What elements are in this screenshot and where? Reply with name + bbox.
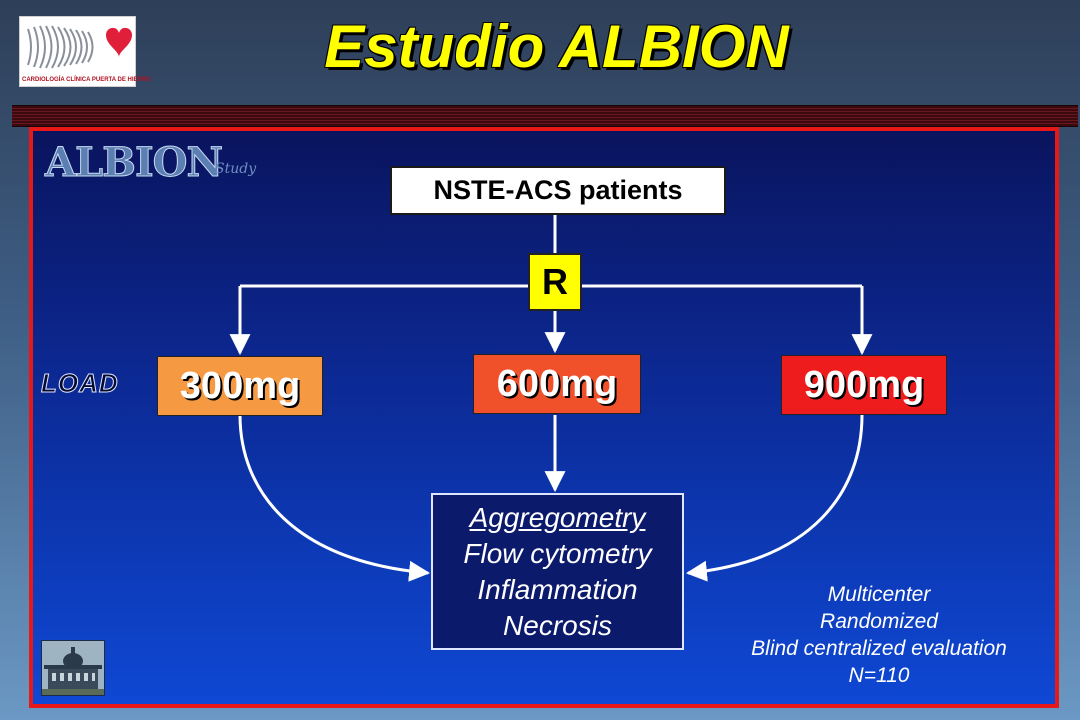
note-blind-evaluation: Blind centralized evaluation	[751, 637, 1007, 660]
arrow-900mg-to-outcomes	[685, 414, 864, 582]
note-sample-size: N=110	[848, 664, 910, 687]
hospital-building-icon	[41, 640, 105, 696]
dose-box-900mg: 900mg	[781, 355, 947, 415]
hospital-logo-text: CARDIOLOGÍA CLÍNICA PUERTA DE HIERRO	[22, 77, 151, 83]
albion-study-logo: ALBION Study	[44, 139, 275, 187]
outcome-inflammation: Inflammation	[477, 574, 638, 605]
albion-logo-sub: Study	[215, 161, 257, 177]
arrow-300mg-to-outcomes	[238, 414, 431, 582]
note-randomized: Randomized	[820, 610, 938, 633]
heart-logo-icon	[27, 25, 132, 69]
hospital-logo: CARDIOLOGÍA CLÍNICA PUERTA DE HIERRO	[19, 16, 151, 87]
population-box: NSTE-ACS patients	[390, 166, 726, 215]
dose-box-600mg: 600mg	[473, 354, 641, 414]
note-multicenter: Multicenter	[827, 583, 931, 606]
outcomes-box: Aggregometry Flow cytometry Inflammation…	[431, 493, 684, 650]
randomization-box: R	[528, 253, 582, 311]
page-title: Estudio ALBION	[324, 13, 789, 80]
outcome-necrosis: Necrosis	[503, 610, 612, 641]
dose-box-300mg: 300mg	[157, 356, 323, 416]
outcome-aggregometry: Aggregometry	[469, 502, 646, 533]
diagram-panel: ALBION Study NSTE-ACS patients R LOAD	[29, 127, 1059, 708]
title-divider	[12, 105, 1078, 127]
study-notes: Multicenter Randomized Blind centralized…	[719, 581, 1039, 689]
albion-logo-word: ALBION	[44, 139, 223, 187]
load-label: LOAD	[41, 368, 119, 399]
outcome-flow-cytometry: Flow cytometry	[463, 538, 652, 569]
flow-connectors	[229, 215, 873, 582]
